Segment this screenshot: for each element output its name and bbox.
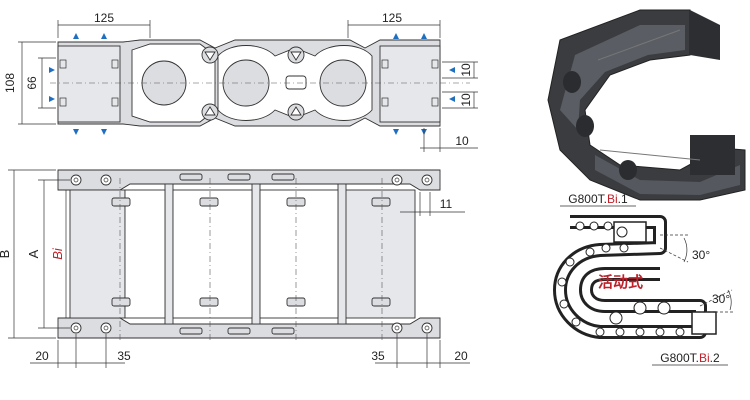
chain-side-drawing: [553, 215, 735, 339]
top-fixture-3: [287, 46, 305, 64]
top-fixture-1: [201, 46, 219, 64]
left-plate-holes: [59, 59, 119, 107]
right-plate-holes: [381, 59, 439, 107]
dim-108-text: 108: [3, 73, 17, 93]
movable-label: 活动式: [598, 273, 643, 291]
dim-11-text: 11: [440, 197, 453, 211]
model-2-label: G800T.Bi.2: [660, 351, 720, 365]
top-view: 125 125 108 66 10: [3, 11, 478, 152]
label-B: B: [0, 250, 12, 259]
dim-10-right-b-text: 10: [459, 93, 473, 107]
dim-A: A: [26, 179, 70, 329]
top-fixture-2: [201, 103, 219, 121]
front-bolt-holes: [70, 174, 433, 334]
dim-35-left: 35: [117, 349, 131, 363]
dim-35-right: 35: [371, 349, 385, 363]
dim-bottom: 20 35 35 20: [30, 334, 470, 368]
dim-125-right: 125: [347, 11, 441, 38]
cable-chain-3d-image: [547, 9, 746, 201]
label-Bi: Bi: [50, 247, 65, 260]
dim-10-right-a-text: 10: [459, 63, 473, 77]
dim-125-right-text: 125: [382, 11, 402, 25]
dim-125-left: 125: [57, 11, 151, 38]
front-clips: [111, 173, 391, 335]
dim-10-right-b: 10: [442, 91, 478, 109]
mount-arrow-markers: [49, 33, 455, 135]
dim-66-text: 66: [25, 76, 39, 90]
dim-11: 11: [400, 192, 465, 216]
dim-10-right-c-text: 10: [455, 134, 469, 148]
label-A: A: [26, 249, 41, 258]
angle-bottom: 30°: [712, 292, 730, 306]
dim-66: 66: [25, 57, 56, 109]
dim-125-left-text: 125: [94, 11, 114, 25]
dim-B: B: [0, 169, 56, 339]
dim-10-right-c: 10: [420, 128, 478, 152]
angle-top: 30°: [692, 248, 710, 262]
dim-Bi: Bi: [50, 189, 70, 319]
dim-20-left: 20: [35, 349, 49, 363]
dim-10-right-a: 10: [442, 61, 478, 79]
model-1-label: G800T.Bi.1: [568, 192, 628, 206]
dim-20-right: 20: [454, 349, 468, 363]
front-view: B A Bi 11: [0, 169, 470, 368]
dim-108: 108: [3, 41, 56, 125]
top-fixture-4: [287, 103, 305, 121]
